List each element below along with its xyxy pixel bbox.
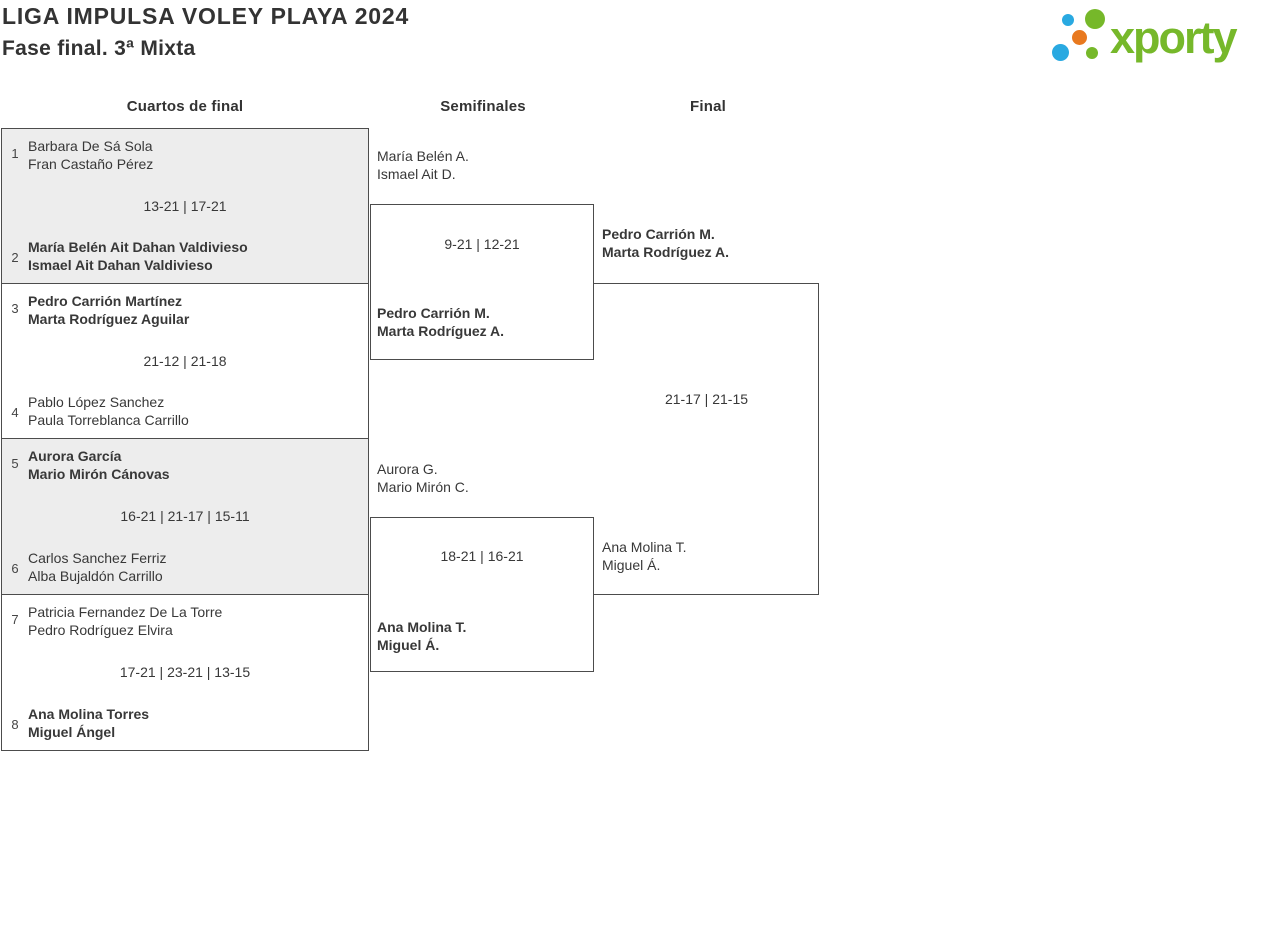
team-names: Patricia Fernandez De La Torre Pedro Rod…	[28, 603, 222, 639]
player-name: Miguel Ángel	[28, 724, 116, 740]
match-final	[594, 283, 819, 595]
column-header-quarterfinals: Cuartos de final	[126, 98, 244, 115]
match-quarterfinal-3: 5 Aurora García Mario Mirón Cánovas 16-2…	[1, 438, 369, 595]
player-name: Carlos Sanchez Ferriz	[28, 550, 167, 566]
team-names: Ana Molina T. Miguel Á.	[377, 618, 466, 654]
match-score: 21-17 | 21-15	[664, 391, 749, 407]
team-names: Ana Molina Torres Miguel Ángel	[28, 705, 149, 741]
team-names: Pedro Carrión M. Marta Rodríguez A.	[602, 225, 729, 261]
player-name: Ana Molina T.	[377, 619, 467, 635]
seed-number: 1	[11, 146, 19, 161]
logo-dot-icon	[1052, 44, 1069, 61]
logo-dot-icon	[1086, 47, 1098, 59]
player-name: Ana Molina Torres	[28, 706, 150, 722]
player-name: Ana Molina T.	[602, 539, 687, 555]
player-name: Pedro Carrión Martínez	[28, 293, 183, 309]
match-semifinal-2	[370, 517, 594, 672]
logo-dot-icon	[1062, 14, 1074, 26]
player-name: Aurora G.	[377, 461, 438, 477]
team-names: Pablo López Sanchez Paula Torreblanca Ca…	[28, 393, 189, 429]
page-title: LIGA IMPULSA VOLEY PLAYA 2024	[2, 3, 410, 29]
column-header-semifinals: Semifinales	[440, 98, 526, 115]
team-names: Aurora García Mario Mirón Cánovas	[28, 447, 170, 483]
seed-number: 5	[11, 456, 19, 471]
match-score: 17-21 | 23-21 | 13-15	[119, 664, 251, 680]
match-quarterfinal-4: 7 Patricia Fernandez De La Torre Pedro R…	[1, 594, 369, 751]
team-names: Ana Molina T. Miguel Á.	[602, 538, 687, 574]
player-name: Marta Rodríguez A.	[602, 244, 730, 260]
player-name: Paula Torreblanca Carrillo	[28, 412, 189, 428]
player-name: María Belén A.	[377, 148, 469, 164]
player-name: Mario Mirón C.	[377, 479, 469, 495]
seed-number: 8	[11, 717, 19, 732]
match-score: 21-12 | 21-18	[143, 353, 227, 369]
xporty-logo[interactable]: xporty	[1050, 2, 1278, 74]
team-names: María Belén A. Ismael Ait D.	[377, 147, 469, 183]
logo-dot-icon	[1072, 30, 1087, 45]
player-name: Fran Castaño Pérez	[28, 156, 154, 172]
player-name: Pablo López Sanchez	[28, 394, 165, 410]
seed-number: 6	[11, 561, 19, 576]
match-quarterfinal-2: 3 Pedro Carrión Martínez Marta Rodríguez…	[1, 283, 369, 439]
player-name: Barbara De Sá Sola	[28, 138, 153, 154]
match-score: 13-21 | 17-21	[143, 198, 227, 214]
player-name: Mario Mirón Cánovas	[28, 466, 170, 482]
match-semifinal-1	[370, 204, 594, 360]
player-name: Patricia Fernandez De La Torre	[28, 604, 223, 620]
player-name: Pedro Carrión M.	[377, 305, 490, 321]
seed-number: 2	[11, 250, 19, 265]
player-name: Aurora García	[28, 448, 122, 464]
team-names: María Belén Ait Dahan Valdivieso Ismael …	[28, 238, 248, 274]
player-name: Pedro Rodríguez Elvira	[28, 622, 173, 638]
player-name: Miguel Á.	[602, 557, 661, 573]
player-name: Marta Rodríguez A.	[377, 323, 505, 339]
match-quarterfinal-1: 1 Barbara De Sá Sola Fran Castaño Pérez …	[1, 128, 369, 284]
column-header-final: Final	[689, 98, 726, 115]
match-score: 9-21 | 12-21	[444, 236, 520, 252]
match-score: 18-21 | 16-21	[440, 548, 524, 564]
seed-number: 4	[11, 405, 19, 420]
player-name: María Belén Ait Dahan Valdivieso	[28, 239, 248, 255]
team-names: Pedro Carrión M. Marta Rodríguez A.	[377, 304, 504, 340]
page-subtitle: Fase final. 3ª Mixta	[2, 37, 196, 60]
logo-wordmark: xporty	[1110, 12, 1238, 63]
player-name: Alba Bujaldón Carrillo	[28, 568, 163, 584]
player-name: Marta Rodríguez Aguilar	[28, 311, 190, 327]
seed-number: 3	[11, 301, 19, 316]
team-names: Barbara De Sá Sola Fran Castaño Pérez	[28, 137, 153, 173]
player-name: Miguel Á.	[377, 637, 440, 653]
player-name: Ismael Ait D.	[377, 166, 456, 182]
player-name: Ismael Ait Dahan Valdivieso	[28, 257, 213, 273]
match-score: 16-21 | 21-17 | 15-11	[120, 508, 250, 524]
team-names: Pedro Carrión Martínez Marta Rodríguez A…	[28, 292, 189, 328]
team-names: Aurora G. Mario Mirón C.	[377, 460, 469, 496]
team-names: Carlos Sanchez Ferriz Alba Bujaldón Carr…	[28, 549, 167, 585]
seed-number: 7	[11, 612, 19, 627]
logo-dot-icon	[1085, 9, 1105, 29]
player-name: Pedro Carrión M.	[602, 226, 715, 242]
